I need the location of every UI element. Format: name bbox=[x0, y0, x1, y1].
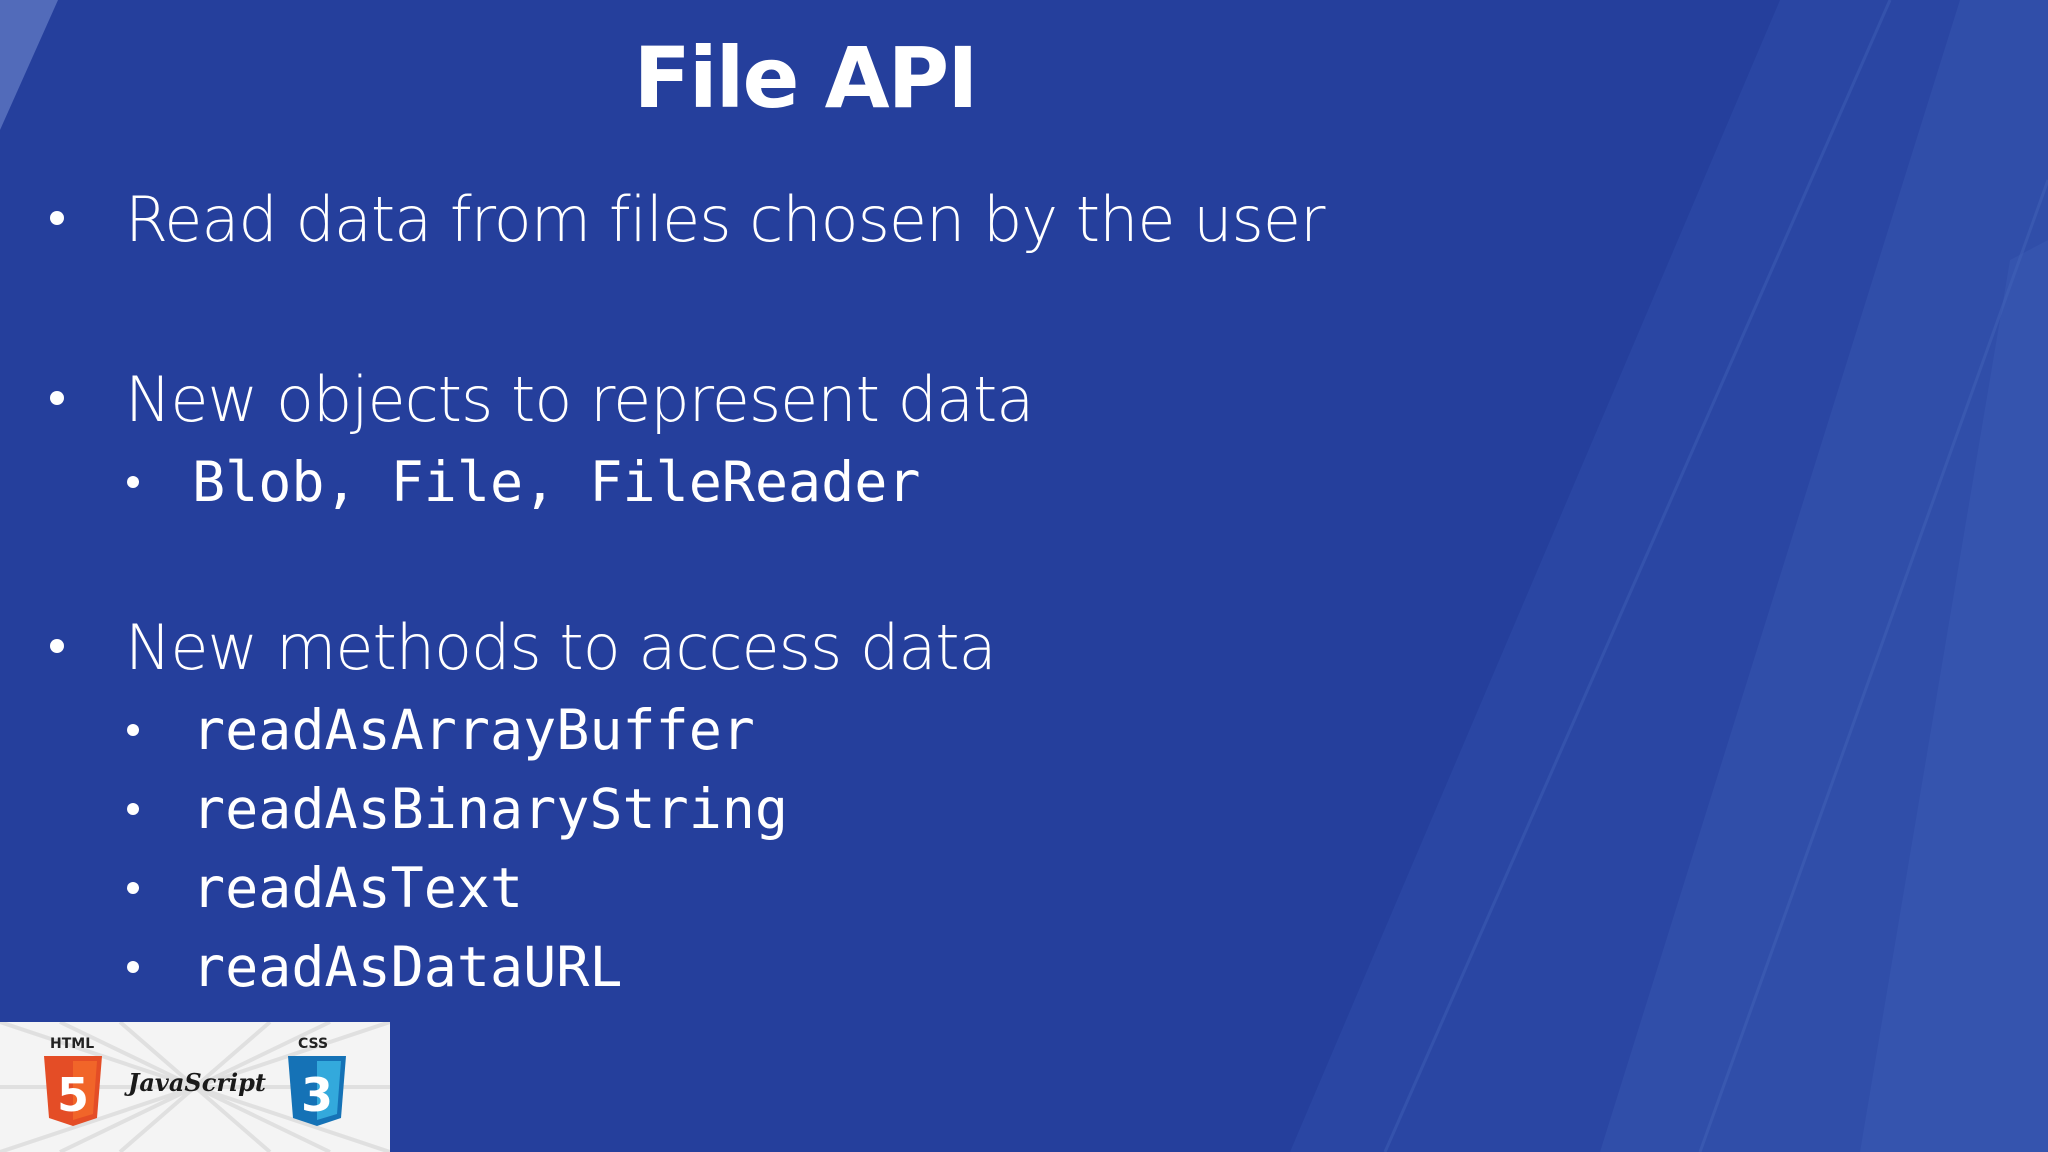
bullet-dot-icon bbox=[50, 639, 64, 653]
sub-bullet-read-as-array-buffer: readAsArrayBuffer bbox=[0, 695, 1500, 765]
bullet-read-data: Read data from files chosen by the user bbox=[0, 175, 1500, 265]
javascript-label: JavaScript bbox=[128, 1068, 266, 1097]
sub-bullet-text: readAsDataURL bbox=[192, 935, 623, 999]
bullet-new-objects: New objects to represent data bbox=[0, 355, 1500, 445]
css-label: CSS bbox=[298, 1036, 329, 1052]
bullet-dot-icon bbox=[50, 391, 64, 405]
html5-js-css3-logo: HTML 5 JavaScript CSS 3 bbox=[0, 1022, 390, 1152]
sub-bullet-read-as-data-url: readAsDataURL bbox=[0, 932, 1500, 1002]
sub-bullet-text: readAsBinaryString bbox=[192, 777, 789, 841]
html-label: HTML bbox=[50, 1036, 95, 1052]
css3-shield-icon: 3 bbox=[288, 1056, 346, 1126]
sub-bullet-read-as-binary-string: readAsBinaryString bbox=[0, 774, 1500, 844]
bullet-new-methods: New methods to access data bbox=[0, 603, 1500, 693]
bullet-dot-icon bbox=[50, 211, 64, 225]
sub-bullet-text: readAsText bbox=[192, 856, 524, 920]
sub-bullet-dot-icon bbox=[127, 961, 139, 973]
sub-bullet-dot-icon bbox=[127, 882, 139, 894]
sub-bullet-dot-icon bbox=[127, 724, 139, 736]
sub-bullet-dot-icon bbox=[127, 803, 139, 815]
sub-bullet-dot-icon bbox=[127, 476, 139, 488]
slide-title: File API bbox=[633, 29, 978, 127]
html5-shield-icon: 5 bbox=[44, 1056, 102, 1126]
sub-bullet-objects: Blob, File, FileReader bbox=[0, 447, 1500, 517]
bullet-text: Read data from files chosen by the user bbox=[125, 183, 1325, 256]
sub-bullet-read-as-text: readAsText bbox=[0, 853, 1500, 923]
css3-number: 3 bbox=[301, 1068, 333, 1122]
bullet-text: New objects to represent data bbox=[125, 363, 1034, 436]
bullet-text: New methods to access data bbox=[125, 611, 997, 684]
sub-bullet-text: Blob, File, FileReader bbox=[192, 450, 921, 514]
html5-number: 5 bbox=[57, 1068, 89, 1122]
sub-bullet-text: readAsArrayBuffer bbox=[192, 698, 755, 762]
